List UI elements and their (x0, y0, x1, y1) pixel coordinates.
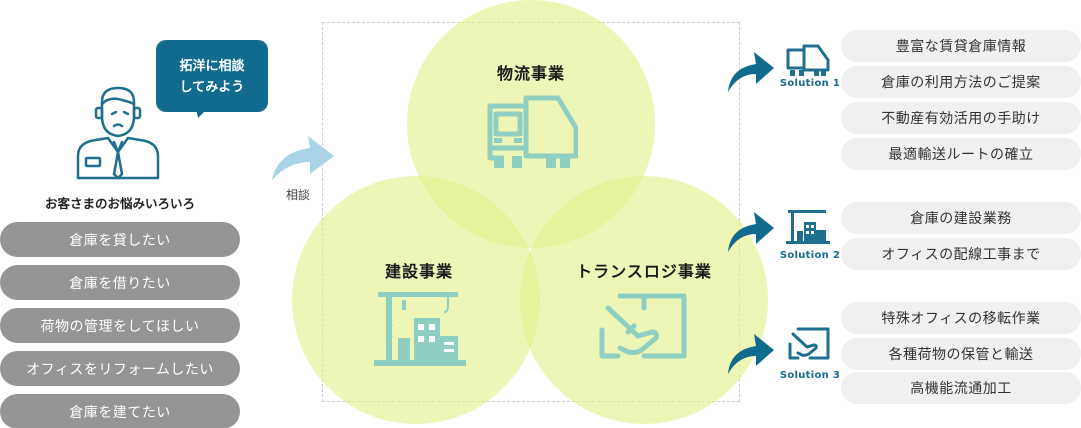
crane-building-icon (374, 292, 466, 366)
customer-person-icon (76, 86, 160, 180)
solution-item: 高機能流通加工 (841, 372, 1081, 404)
solution-label: Solution 2 (779, 250, 841, 261)
solution-item: 各種荷物の保管と輸送 (841, 338, 1081, 370)
solution-label: Solution 3 (779, 370, 841, 381)
curved-arrow-icon (728, 334, 774, 374)
worry-item: オフィスをリフォームしたい (0, 351, 240, 386)
curved-arrow-icon (272, 136, 334, 180)
truck-icon (786, 44, 830, 76)
bubble-line-1: 拓洋に相談 (179, 59, 245, 74)
consult-label: 相談 (286, 188, 311, 202)
business-title-translogi: トランスロジ事業 (576, 262, 712, 281)
speech-bubble: 拓洋に相談 してみよう (156, 40, 268, 112)
curved-arrow-icon (728, 52, 774, 92)
curved-arrow-icon (728, 212, 774, 252)
hand-box-icon (599, 293, 687, 359)
bubble-line-2: してみよう (179, 80, 245, 95)
solution-item: 最適輸送ルートの確立 (841, 138, 1081, 170)
truck-icon (487, 95, 578, 168)
crane-building-icon (786, 210, 830, 244)
solution-item: 特殊オフィスの移転作業 (841, 302, 1081, 334)
business-title-construction: 建設事業 (384, 262, 453, 281)
worries-title: お客さまのお悩みいろいろ (44, 196, 195, 211)
speech-bubble-tail (192, 108, 208, 118)
hand-box-icon (788, 327, 830, 360)
solution-item: オフィスの配線工事まで (841, 238, 1081, 270)
worry-item: 倉庫を借りたい (0, 265, 240, 300)
solution-item: 倉庫の建設業務 (841, 202, 1081, 234)
business-title-logistics: 物流事業 (496, 64, 565, 83)
solution-item: 倉庫の利用方法のご提案 (841, 66, 1081, 98)
solution-label: Solution 1 (779, 78, 841, 89)
worry-item: 荷物の管理をしてほしい (0, 308, 240, 343)
venn-circle-construction (292, 176, 540, 424)
solution-item: 豊富な賃貸倉庫情報 (841, 30, 1081, 62)
worry-item: 倉庫を貸したい (0, 222, 240, 257)
solution-item: 不動産有効活用の手助け (841, 102, 1081, 134)
worry-item: 倉庫を建てたい (0, 394, 240, 428)
